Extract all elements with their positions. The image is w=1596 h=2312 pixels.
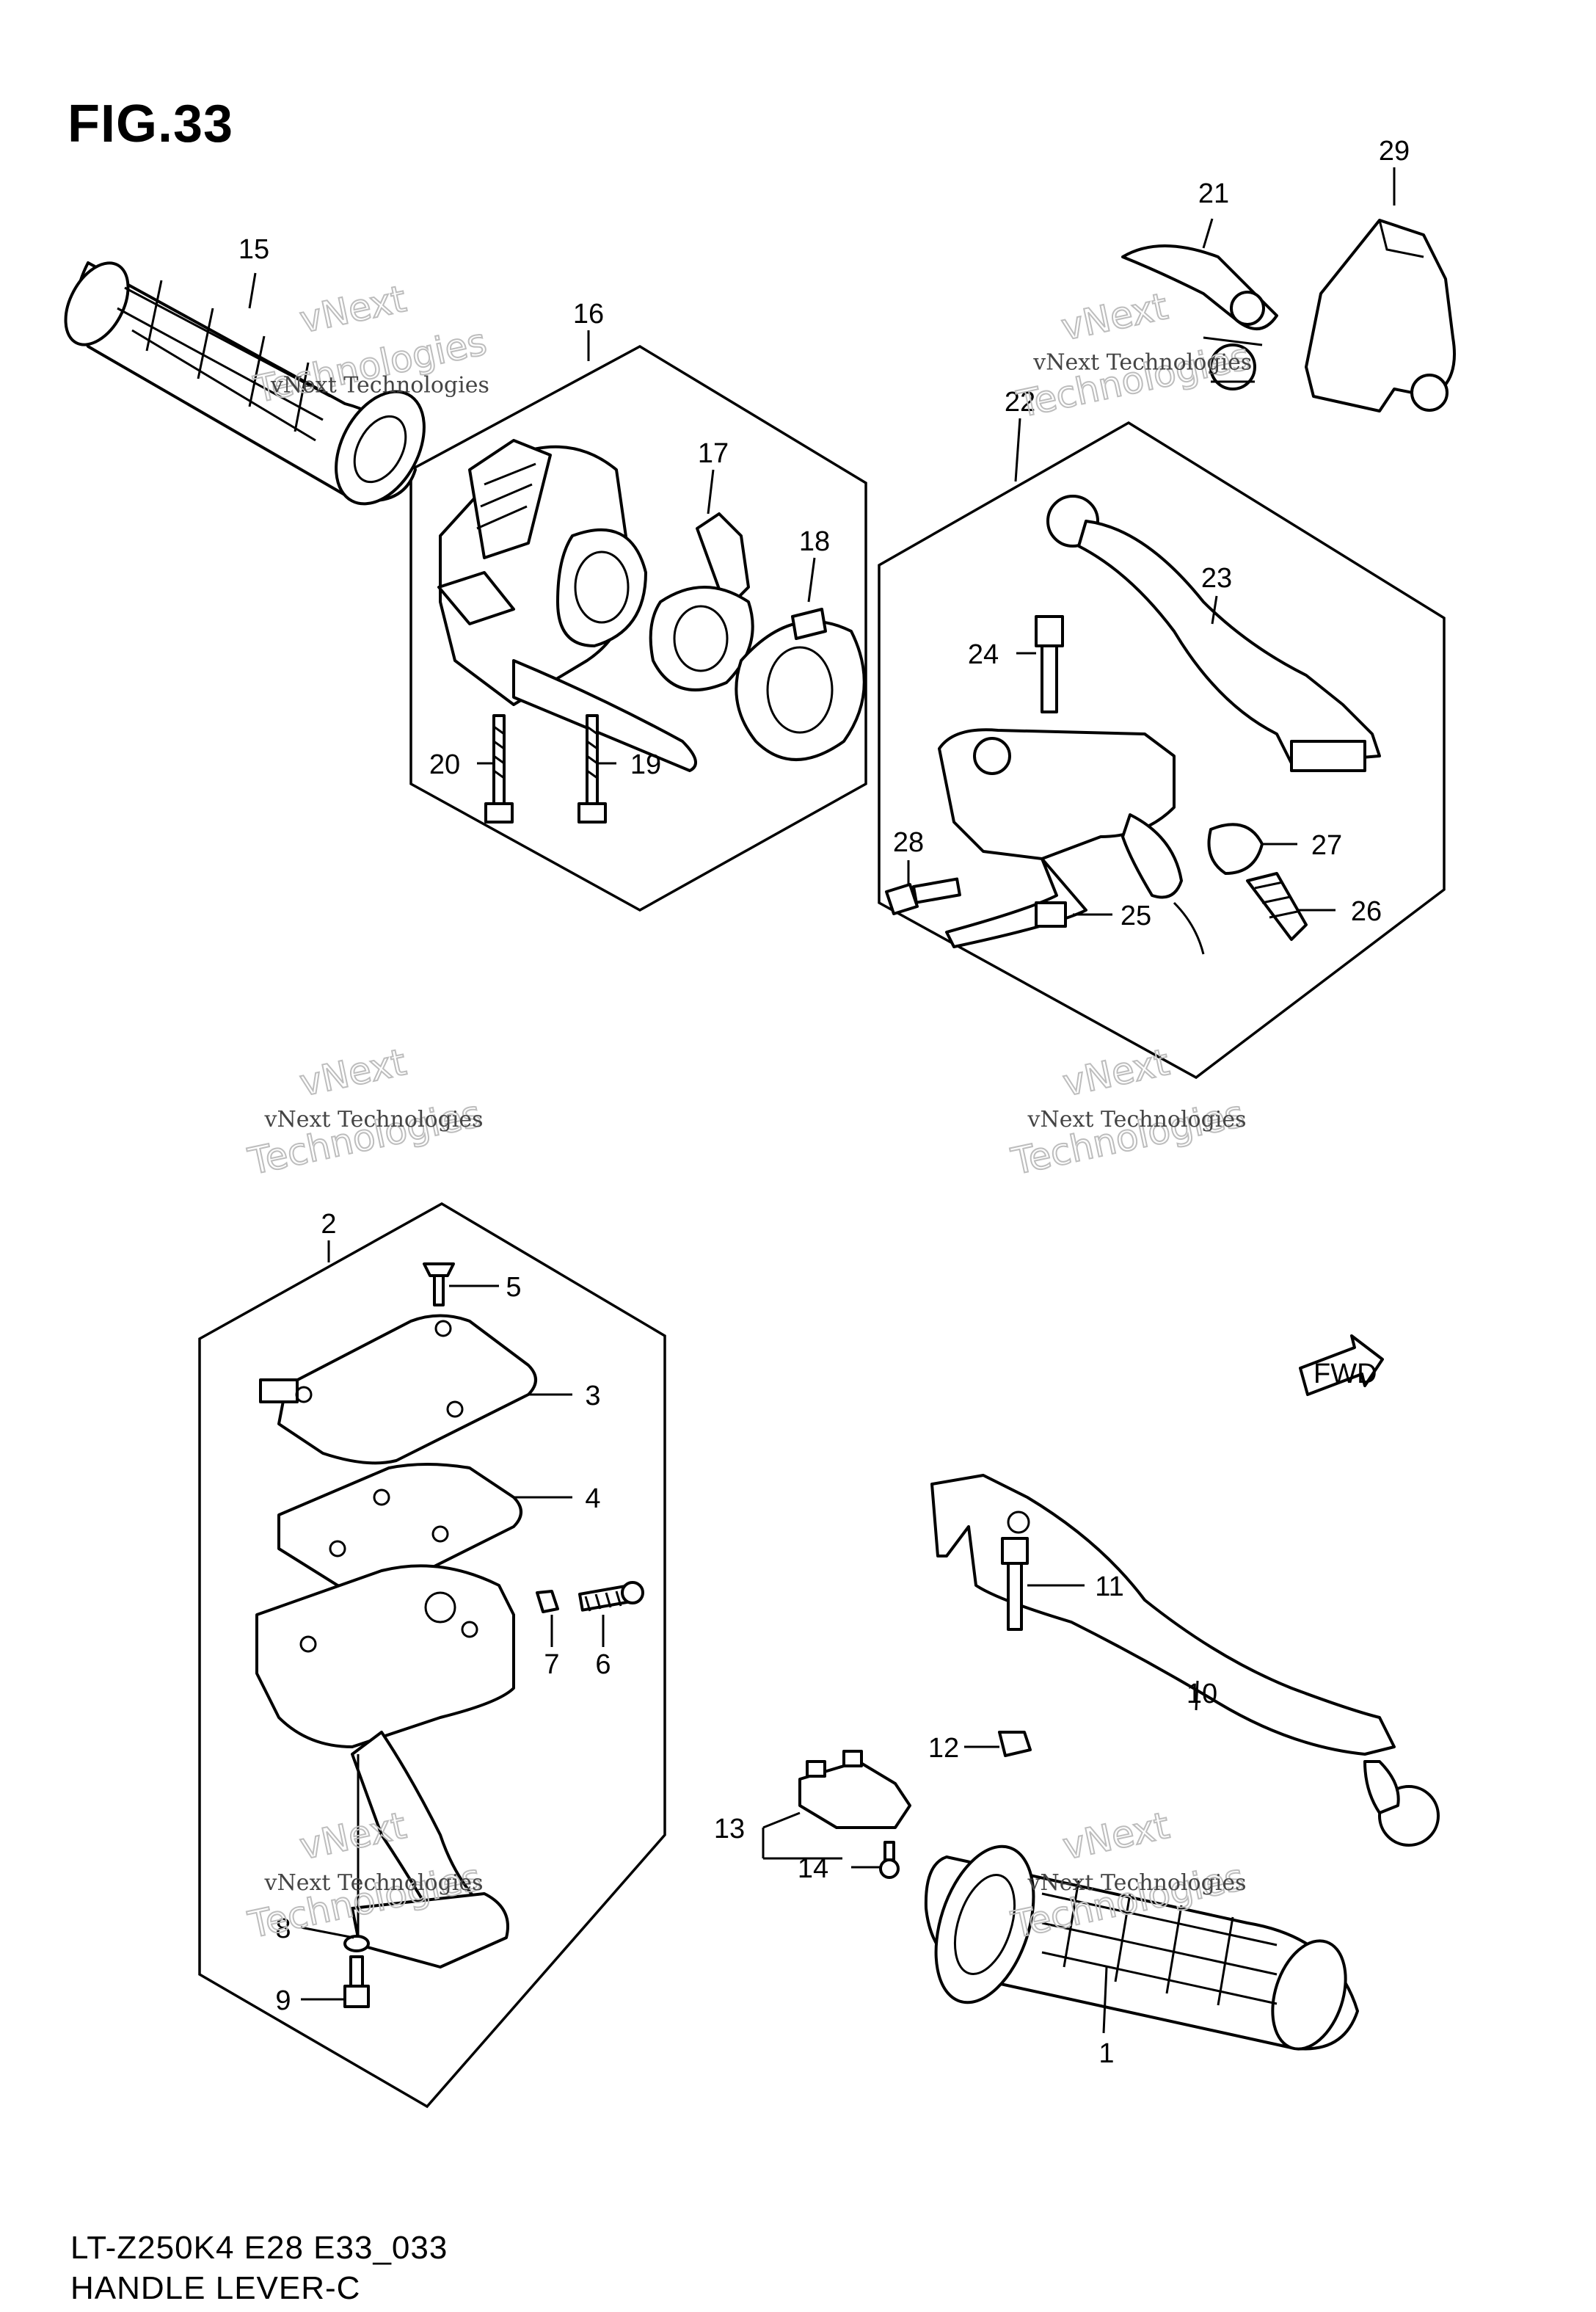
callout-15: 15 <box>238 234 269 265</box>
lever-23 <box>1046 495 1381 772</box>
svg-text:vNext: vNext <box>296 277 409 341</box>
callout-9: 9 <box>275 1985 291 2016</box>
svg-text:vNext Technologies: vNext Technologies <box>264 1870 484 1896</box>
callout-3: 3 <box>585 1381 600 1411</box>
svg-text:vNext: vNext <box>296 1804 409 1868</box>
callout-2: 2 <box>321 1209 336 1240</box>
watermark-mid-left: vNext Technologies vNext Technologies <box>244 1040 485 1184</box>
callout-14: 14 <box>798 1853 828 1884</box>
callout-23: 23 <box>1201 563 1232 594</box>
screw-14 <box>879 1841 900 1879</box>
svg-text:vNext Technologies: vNext Technologies <box>1032 349 1252 375</box>
footer-figure-name: HANDLE LEVER-C <box>70 2270 361 2306</box>
callout-28: 28 <box>893 827 924 858</box>
grip-1 <box>924 1844 1359 2051</box>
assembly-box-22 <box>878 421 1446 1080</box>
callout-13: 13 <box>714 1814 745 1844</box>
collar-18 <box>735 608 866 761</box>
svg-text:vNext Technologies: vNext Technologies <box>1027 1107 1247 1133</box>
svg-text:Technologies: Technologies <box>1013 335 1253 426</box>
leader-lines <box>248 167 1396 2034</box>
lever-bracket-21 <box>1121 244 1278 390</box>
callout-7: 7 <box>544 1649 559 1680</box>
lever-10 <box>930 1474 1440 1847</box>
screw-5 <box>423 1262 455 1306</box>
master-cylinder-22 <box>938 728 1205 955</box>
washer-8 <box>343 1935 370 1952</box>
housing-2 <box>255 1564 515 1969</box>
callout-21: 21 <box>1198 178 1229 209</box>
callout-27: 27 <box>1311 830 1342 861</box>
forward-arrow: FWD <box>1299 1334 1384 1396</box>
callout-26: 26 <box>1351 896 1382 927</box>
bolt-11 <box>1001 1537 1029 1631</box>
figure-title: FIG.33 <box>68 95 234 153</box>
nut-25 <box>1035 901 1067 928</box>
svg-text:vNext Technologies: vNext Technologies <box>270 372 489 398</box>
grip-15 <box>64 261 426 506</box>
callout-20: 20 <box>429 749 460 780</box>
assembly-box-2 <box>198 1202 666 2109</box>
callout-24: 24 <box>968 639 999 670</box>
throttle-lever-17 <box>649 512 754 691</box>
screw-19 <box>577 714 607 824</box>
svg-text:vNext Technologies: vNext Technologies <box>1027 1870 1247 1896</box>
callout-17: 17 <box>698 438 729 469</box>
screw-26 <box>1246 872 1308 941</box>
nut-12 <box>998 1731 1032 1757</box>
callout-29: 29 <box>1379 136 1410 167</box>
forward-label: FWD <box>1313 1359 1377 1389</box>
svg-text:vNext: vNext <box>296 1041 409 1105</box>
callout-numbers: 15 16 17 18 20 19 21 29 22 23 24 25 26 2… <box>238 136 1410 2069</box>
cover-3 <box>259 1314 537 1465</box>
callout-22: 22 <box>1005 387 1035 418</box>
switch-cover-29 <box>1305 219 1456 412</box>
bolt-9 <box>343 1955 370 2008</box>
bolt-28 <box>885 877 961 915</box>
bolt-24 <box>1035 615 1064 713</box>
callout-12: 12 <box>928 1733 959 1764</box>
boot-27 <box>1207 823 1264 875</box>
callout-4: 4 <box>585 1483 600 1514</box>
callout-25: 25 <box>1121 901 1151 931</box>
nut-7 <box>536 1590 559 1613</box>
watermark-mid-right: vNext Technologies vNext Technologies <box>1007 1040 1248 1184</box>
svg-text:vNext Technologies: vNext Technologies <box>264 1107 484 1133</box>
svg-text:Technologies: Technologies <box>244 1092 484 1183</box>
svg-text:vNext: vNext <box>1059 1041 1173 1105</box>
callout-10: 10 <box>1187 1679 1217 1709</box>
switch-13 <box>798 1750 911 1829</box>
svg-text:vNext: vNext <box>1057 285 1171 349</box>
callout-6: 6 <box>595 1649 611 1680</box>
callout-11: 11 <box>1095 1571 1123 1602</box>
screw-6 <box>578 1581 644 1612</box>
callout-19: 19 <box>630 749 661 780</box>
footer-model-code: LT-Z250K4 E28 E33_033 <box>70 2230 448 2266</box>
svg-text:Technologies: Technologies <box>1007 1092 1247 1183</box>
callout-8: 8 <box>275 1913 291 1944</box>
callout-1: 1 <box>1098 2038 1114 2069</box>
callout-5: 5 <box>506 1272 521 1303</box>
callout-16: 16 <box>573 299 604 330</box>
switch-housing-16 <box>437 439 697 772</box>
svg-text:vNext: vNext <box>1059 1804 1173 1868</box>
screw-20 <box>484 714 514 824</box>
callout-18: 18 <box>799 526 830 557</box>
